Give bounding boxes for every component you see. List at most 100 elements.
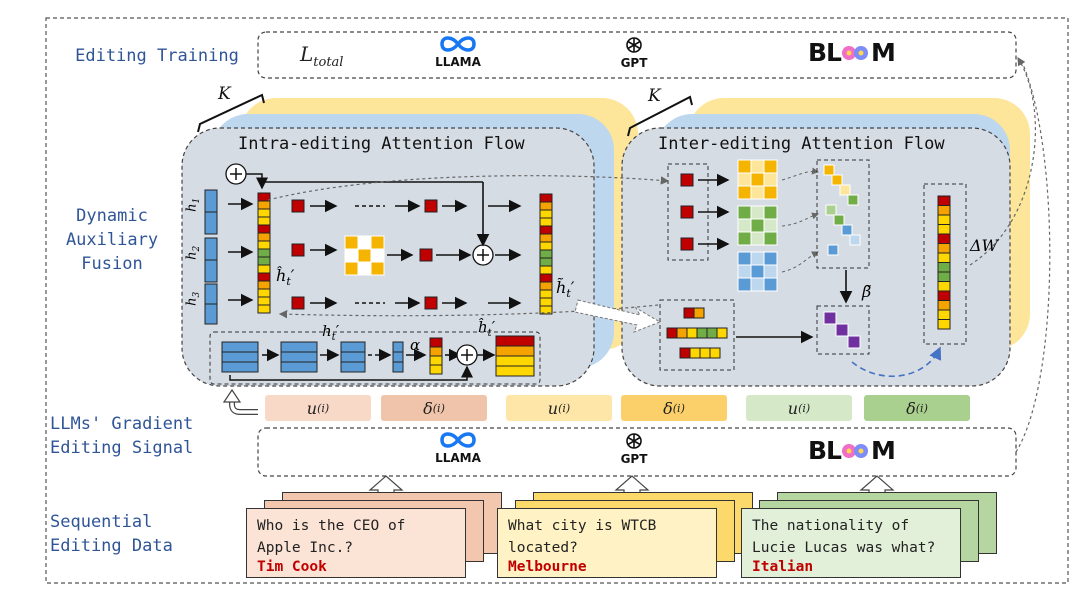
card-question: What city is WTCB located? <box>508 518 657 556</box>
editing-card: The nationality of Lucie Lucas was what?… <box>741 508 961 578</box>
staircase-cell <box>831 174 843 186</box>
card-answer: Italian <box>752 559 814 575</box>
h-hat-vector <box>257 272 271 282</box>
red-token <box>424 199 438 213</box>
staircase-cell <box>849 234 861 246</box>
green-grid-cell <box>737 205 752 220</box>
h-tilde-vector <box>539 201 553 211</box>
h-tilde-vector <box>539 217 553 227</box>
h-hat-vector <box>257 304 271 314</box>
h-tilde-vector <box>539 257 553 267</box>
loop-arrow <box>246 173 268 190</box>
red-token <box>291 243 305 257</box>
delta-w-vector <box>937 281 951 292</box>
pipeline-vec-4 <box>392 341 404 353</box>
right-loop-arrow <box>969 56 1036 266</box>
h2-vector <box>204 237 218 261</box>
row2-cell <box>676 327 688 339</box>
h-hat-vector <box>257 216 271 226</box>
blue-grid-cell <box>737 277 752 292</box>
intra-k-label: K <box>218 84 231 104</box>
row3-cell <box>709 347 721 359</box>
row2-cell <box>706 327 718 339</box>
h1-vector <box>204 211 218 235</box>
curve <box>781 251 819 273</box>
h-tilde-vector <box>539 241 553 251</box>
h-tilde-vector <box>539 249 553 259</box>
delta-w-label: ΔW <box>970 236 998 255</box>
yellow-grid-cell <box>737 159 752 174</box>
h3-label: h3 <box>184 291 202 306</box>
row3-cell <box>689 347 701 359</box>
attention-grid-cell <box>344 235 359 250</box>
token-row-box <box>659 299 735 371</box>
blue-grid-cell <box>763 264 778 279</box>
beta-box <box>816 305 870 355</box>
yellow-grid-cell <box>737 185 752 200</box>
h-hat-vector <box>257 296 271 306</box>
green-grid-cell <box>750 231 765 246</box>
cell <box>693 307 705 319</box>
yellow-grid-cell <box>750 172 765 187</box>
staircase-cell <box>841 224 853 236</box>
green-grid-cell <box>763 205 778 220</box>
editing-card: Who is the CEO of Apple Inc.?Tim Cook <box>246 508 466 578</box>
h-hat-vector <box>257 264 271 274</box>
label-editing-training: Editing Training <box>75 46 239 66</box>
red-token <box>419 248 433 262</box>
h-hat-vector <box>257 248 271 258</box>
h-hat-vector <box>257 232 271 242</box>
blue-dashed-arrow <box>851 346 942 377</box>
blue-grid-cell <box>750 277 765 292</box>
label-dynamic-auxiliary-fusion: Dynamic Auxiliary Fusion <box>65 206 159 274</box>
yellow-grid-cell <box>763 172 778 187</box>
pipeline-vec-3 <box>340 341 366 353</box>
green-grid-cell <box>763 218 778 233</box>
outer-frame <box>45 17 1069 584</box>
delta-w-vector <box>937 252 951 263</box>
h-hat-vector <box>257 288 271 298</box>
staircase-cell <box>833 214 845 226</box>
label-gradient-signal: LLMs' Gradient Editing Signal <box>50 414 194 458</box>
delta-chip: δ(i) <box>621 395 727 421</box>
card-answer: Tim Cook <box>257 559 327 575</box>
row3-cell <box>679 347 691 359</box>
pipeline-alpha-vec <box>429 355 443 366</box>
h-tilde-vector <box>539 225 553 235</box>
h-tilde-label: h̃t′ <box>556 278 575 301</box>
inter-k-label: K <box>648 86 661 106</box>
red-token <box>424 296 438 310</box>
green-grid-cell <box>763 231 778 246</box>
h-tilde-vector <box>539 289 553 299</box>
h3-vector <box>204 303 218 325</box>
h-tilde-vector <box>539 233 553 243</box>
yellow-grid-cell <box>763 159 778 174</box>
attention-grid-cell <box>344 261 359 276</box>
h-hat-vector <box>257 224 271 234</box>
blue-grid-cell <box>750 264 765 279</box>
h-tilde-vector <box>539 297 553 307</box>
pipeline-vec-1 <box>221 351 259 363</box>
pipeline-out-vec <box>495 345 535 357</box>
pipeline-alpha-vec <box>429 346 443 357</box>
plus-intra-top-sign <box>230 168 242 180</box>
loss-total-label: Ltotal <box>300 42 344 70</box>
h-hat-vector <box>257 208 271 218</box>
alpha-label: α <box>410 336 421 354</box>
delta-w-vector <box>937 262 951 273</box>
h-tilde-vector <box>539 305 553 315</box>
curve <box>781 212 819 227</box>
h2-vector <box>204 259 218 283</box>
editing-training-bar <box>257 31 1017 79</box>
delta-chip: δ(i) <box>381 395 487 421</box>
card-answer: Melbourne <box>508 559 587 575</box>
yellow-grid-cell <box>750 159 765 174</box>
attention-grid-cell <box>370 235 385 250</box>
h-hat-vector <box>257 240 271 250</box>
delta-w-vector <box>937 271 951 282</box>
plus-intra-bottom-sign <box>461 349 473 361</box>
intra-k-brace <box>197 93 265 133</box>
attention-grid-cell <box>370 248 385 263</box>
editing-card: What city is WTCB located? Melbourne <box>497 508 717 578</box>
